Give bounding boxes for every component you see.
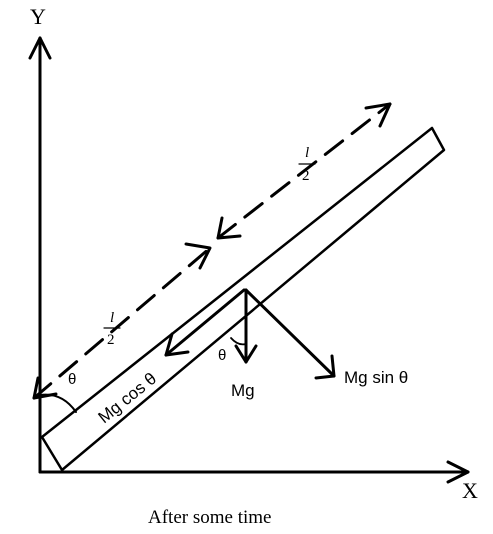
y-axis-label: Y (30, 4, 46, 29)
half-length-denominator: 2 (302, 168, 310, 184)
centre-angle-label: θ (218, 347, 226, 364)
force-components: θ (164, 288, 336, 380)
mg-arrowhead (234, 344, 258, 364)
mg-cos-label: Mg cos θ (95, 369, 161, 427)
centre-angle-arc (230, 337, 247, 346)
axes: Y X (28, 4, 478, 503)
upper-length-marker (216, 102, 392, 240)
mg-sin-arrowhead (314, 354, 336, 380)
x-axis-arrowhead (446, 460, 470, 484)
half-length-denominator: 2 (107, 332, 115, 348)
half-length-label-top: l 2 (298, 145, 316, 184)
mg-cos-arrow-line (164, 288, 246, 357)
mg-cos-arrowhead (164, 332, 190, 357)
mg-sin-label: Mg sin θ (344, 368, 408, 387)
half-length-numerator: l (305, 145, 309, 161)
lower-dimension-line (32, 246, 212, 400)
upper-dimension-arrowhead-down (216, 216, 242, 240)
rod (40, 126, 446, 472)
lower-dimension-arrowhead-up (184, 242, 212, 270)
mg-sin-arrow-line (244, 288, 336, 378)
y-axis-arrowhead (28, 36, 52, 60)
base-angle-arc (39, 393, 77, 413)
half-length-numerator: l (110, 310, 114, 326)
upper-dimension-arrowhead-up (364, 102, 392, 128)
base-angle-label: θ (68, 371, 76, 388)
half-length-label-left: l 2 (103, 310, 121, 348)
x-axis-label: X (462, 478, 478, 503)
caption: After some time (148, 507, 271, 528)
upper-dimension-line (216, 102, 392, 240)
mg-label: Mg (231, 381, 255, 400)
